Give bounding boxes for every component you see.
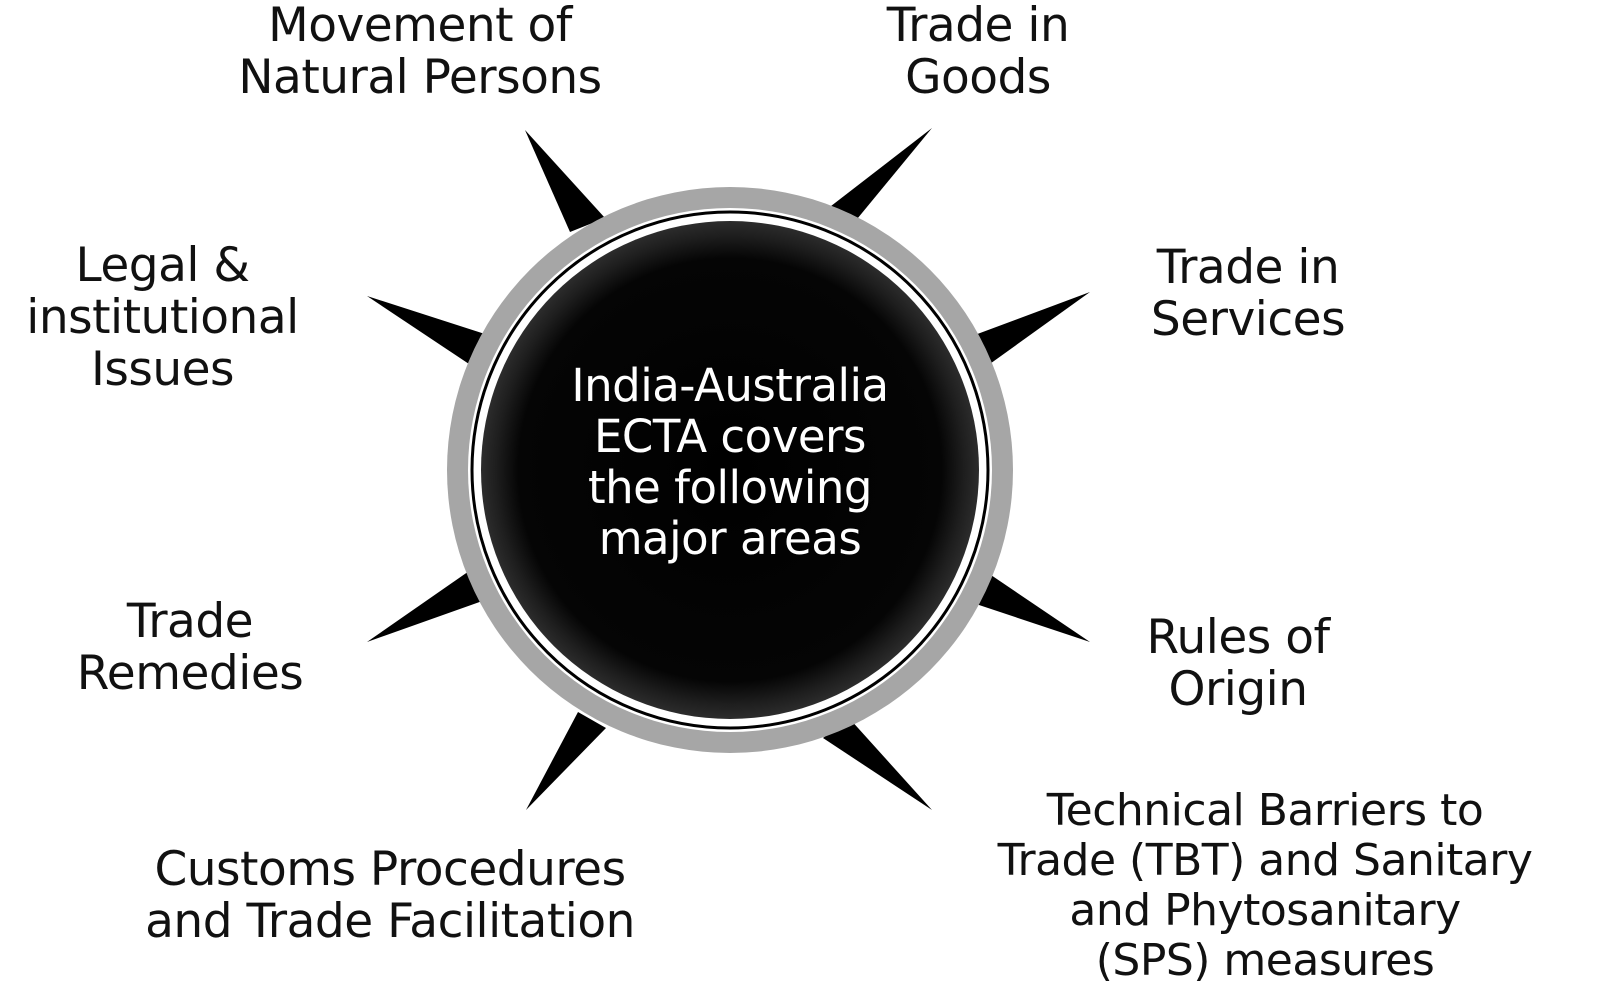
area-label-line: Rules of: [1146, 610, 1330, 665]
area-trade-in-services: Trade in Services: [1108, 242, 1388, 346]
spike-rules-of-origin: [973, 573, 1090, 642]
area-label-line: Issues: [90, 342, 235, 397]
area-label-line: Goods: [905, 50, 1051, 105]
area-label-line: Movement of: [268, 0, 572, 53]
area-trade-in-goods: Trade in Goods: [838, 0, 1118, 104]
spike-customs-procedures: [526, 712, 606, 810]
area-label-line: Trade (TBT) and Sanitary: [997, 835, 1533, 886]
area-movement-of-natural-persons: Movement of Natural Persons: [195, 0, 645, 104]
spike-legal-institutional: [367, 296, 488, 366]
area-label-line: (SPS) measures: [1095, 935, 1435, 986]
area-label-line: Services: [1150, 292, 1346, 347]
area-label-line: Natural Persons: [238, 50, 602, 105]
area-label-line: Origin: [1168, 662, 1308, 717]
center-title-line: the following: [588, 461, 872, 514]
center-title-line: ECTA covers: [594, 410, 866, 463]
center-title: India-Australia ECTA covers the followin…: [510, 360, 950, 564]
area-label-line: and Trade Facilitation: [145, 894, 635, 949]
area-label-line: Trade: [126, 594, 254, 649]
spikes: [367, 128, 1090, 810]
area-label-line: Technical Barriers to: [1046, 785, 1484, 836]
spike-trade-in-services: [972, 292, 1090, 366]
area-label-line: and Phytosanitary: [1069, 885, 1461, 936]
spike-trade-remedies: [367, 569, 488, 642]
hub-thin-ring: [470, 210, 990, 730]
area-label-line: Customs Procedures: [154, 842, 626, 897]
area-label-line: Trade in: [886, 0, 1070, 53]
area-legal-institutional: Legal & institutional Issues: [0, 240, 325, 396]
area-label-line: Legal &: [75, 238, 250, 293]
area-label-line: Trade in: [1156, 240, 1340, 295]
area-customs-procedures: Customs Procedures and Trade Facilitatio…: [80, 844, 700, 948]
area-tbt-sps: Technical Barriers to Trade (TBT) and Sa…: [920, 786, 1610, 986]
spike-movement-of-natural-persons: [525, 130, 605, 232]
area-label-line: institutional: [26, 290, 299, 345]
hub: [447, 187, 1013, 753]
area-label-line: Remedies: [76, 646, 304, 701]
center-title-line: India-Australia: [571, 359, 889, 412]
hub-core: [481, 221, 979, 719]
area-trade-remedies: Trade Remedies: [50, 596, 330, 700]
spike-trade-in-goods: [822, 128, 932, 230]
center-title-line: major areas: [598, 512, 862, 565]
area-rules-of-origin: Rules of Origin: [1108, 612, 1368, 716]
spike-tbt-sps: [823, 718, 932, 810]
